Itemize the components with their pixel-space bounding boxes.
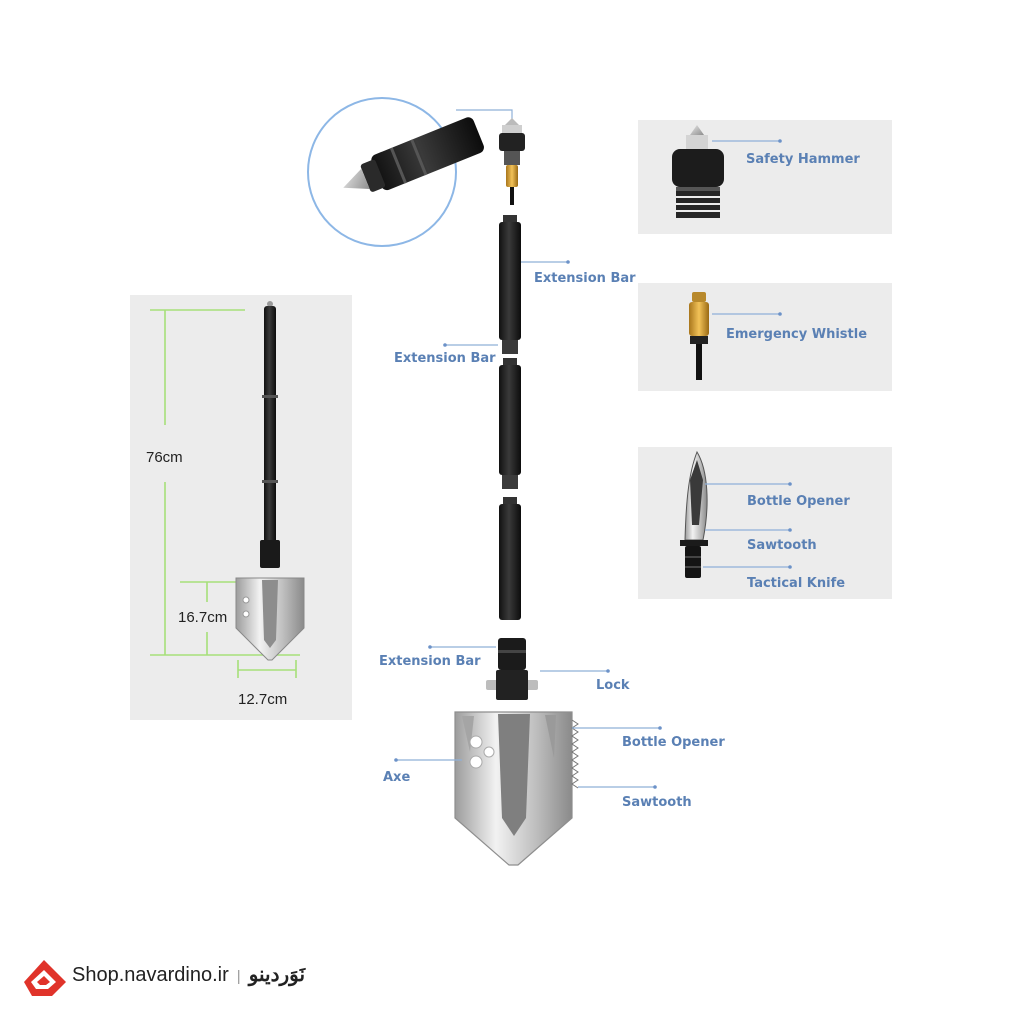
top-hammer-head (499, 118, 525, 205)
exploded-labels: Extension Bar Extension Bar Extension Ba… (379, 260, 725, 810)
brand-site[interactable]: Shop.navardino.ir (72, 964, 229, 986)
tactical-knife-panel: Bottle Opener Sawtooth Tactical Knife (638, 447, 892, 599)
lock-collar (486, 638, 538, 700)
extension-bar-bottom-label: Extension Bar (379, 654, 481, 669)
shovel-bottle-opener-label: Bottle Opener (622, 735, 725, 750)
assembled-shovel (235, 301, 305, 661)
extension-bar-left-label: Extension Bar (394, 351, 496, 366)
blade-width-label: 12.7cm (238, 691, 287, 708)
safety-hammer-panel: Safety Hammer (638, 120, 892, 234)
extension-bar-top-label: Extension Bar (534, 271, 636, 286)
emergency-whistle-panel: Emergency Whistle (638, 283, 892, 391)
brand-footer: Shop.navardino.ir | نَوَردینو (72, 962, 305, 987)
navardino-logo-icon (24, 960, 66, 996)
exploded-view: Extension Bar Extension Bar Extension Ba… (379, 118, 725, 866)
axe-label: Axe (383, 770, 410, 785)
extension-bar-3 (499, 497, 521, 620)
lock-label: Lock (596, 678, 630, 693)
shovel-sawtooth-label: Sawtooth (622, 795, 692, 810)
knife-sawtooth-label: Sawtooth (747, 538, 817, 553)
shovel-blade (454, 711, 579, 866)
brand-separator: | (236, 968, 241, 985)
extension-bar-2 (499, 358, 521, 489)
hammer-zoom-circle (307, 97, 513, 247)
tactical-knife-label: Tactical Knife (747, 576, 845, 591)
safety-hammer-label: Safety Hammer (746, 152, 860, 167)
brand-name-fa: نَوَردینو (248, 964, 306, 986)
total-length-label: 76cm (146, 449, 183, 466)
dimension-panel: 76cm 16.7cm 12.7cm (130, 295, 352, 720)
knife-bottle-opener-label: Bottle Opener (747, 494, 850, 509)
extension-bar-1 (499, 215, 521, 354)
blade-length-label: 16.7cm (178, 609, 227, 626)
emergency-whistle-label: Emergency Whistle (726, 327, 867, 342)
